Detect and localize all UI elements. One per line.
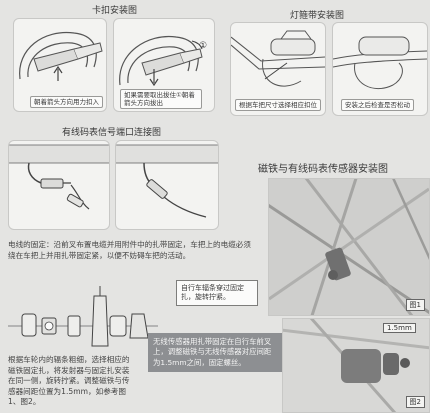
strap-install-illustration-right xyxy=(333,36,427,90)
figure-1: 图1 xyxy=(268,178,430,316)
strap-install-caption-left: 根据车把尺寸选择相应扣位 xyxy=(235,99,321,111)
figure-1-label: 图1 xyxy=(405,299,425,311)
gap-measurement-label: 1.5mm xyxy=(383,323,416,333)
clip-install-title: 卡扣安装图 xyxy=(92,6,138,16)
wireless-sensor-callout: 无线传感器用扎带固定在自行车前叉上，调整磁铁与无线传感器对应间距为1.5mm之间… xyxy=(148,333,282,373)
magnet-adjust-note: 根据车轮内的辐条粗细，选择相应的磁铁固定扎，将发射器与固定扎安装在同一侧，旋转拧… xyxy=(8,355,130,407)
clip-install-caption-right: 如果需要取出拔住①朝着箭头方向拔出 xyxy=(120,89,202,109)
wheel-clamp-callout: 自行车辐条穿过固定扎，旋转拧紧。 xyxy=(176,280,258,306)
figure-2-label: 图2 xyxy=(405,396,425,408)
clip-install-panel-right: ① 如果需要取出拔住①朝着箭头方向拔出 xyxy=(113,18,215,112)
strap-install-caption-right: 安装之后检查是否松动 xyxy=(341,99,414,111)
cable-illustration-right xyxy=(116,144,218,218)
strap-install-illustration-left xyxy=(231,30,325,87)
strap-install-title: 灯箍带安装图 xyxy=(290,11,345,21)
sensor-section-title: 磁铁与有线码表传感器安装图 xyxy=(258,164,388,175)
clamp-parts-illustration xyxy=(8,286,158,347)
clip-install-illustration-right xyxy=(119,35,203,87)
figure-1-spokes xyxy=(269,179,429,315)
figure-2: 1.5mm 图2 xyxy=(282,318,430,413)
cable-section-title: 有线码表信号端口连接图 xyxy=(62,128,162,138)
clip-install-panel-left: 朝着箭头方向用力扣入 xyxy=(13,18,107,112)
cable-panel-right xyxy=(115,140,219,230)
strap-install-panel-left: 根据车把尺寸选择相应扣位 xyxy=(230,22,326,116)
cable-illustration-left xyxy=(9,144,109,210)
strap-install-panel-right: 安装之后检查是否松动 xyxy=(332,22,428,116)
cable-panel-left xyxy=(8,140,110,230)
figure-2-sensor xyxy=(283,319,429,412)
clip-install-caption-left: 朝着箭头方向用力扣入 xyxy=(30,96,103,108)
clip-release-number: ① xyxy=(199,41,208,51)
cable-routing-note: 电线的固定：沿前叉布置电缆并用附件中的扎带固定，车把上的电缆必须绕在车把上并用扎… xyxy=(8,240,251,260)
clip-install-illustration-left xyxy=(19,31,103,81)
